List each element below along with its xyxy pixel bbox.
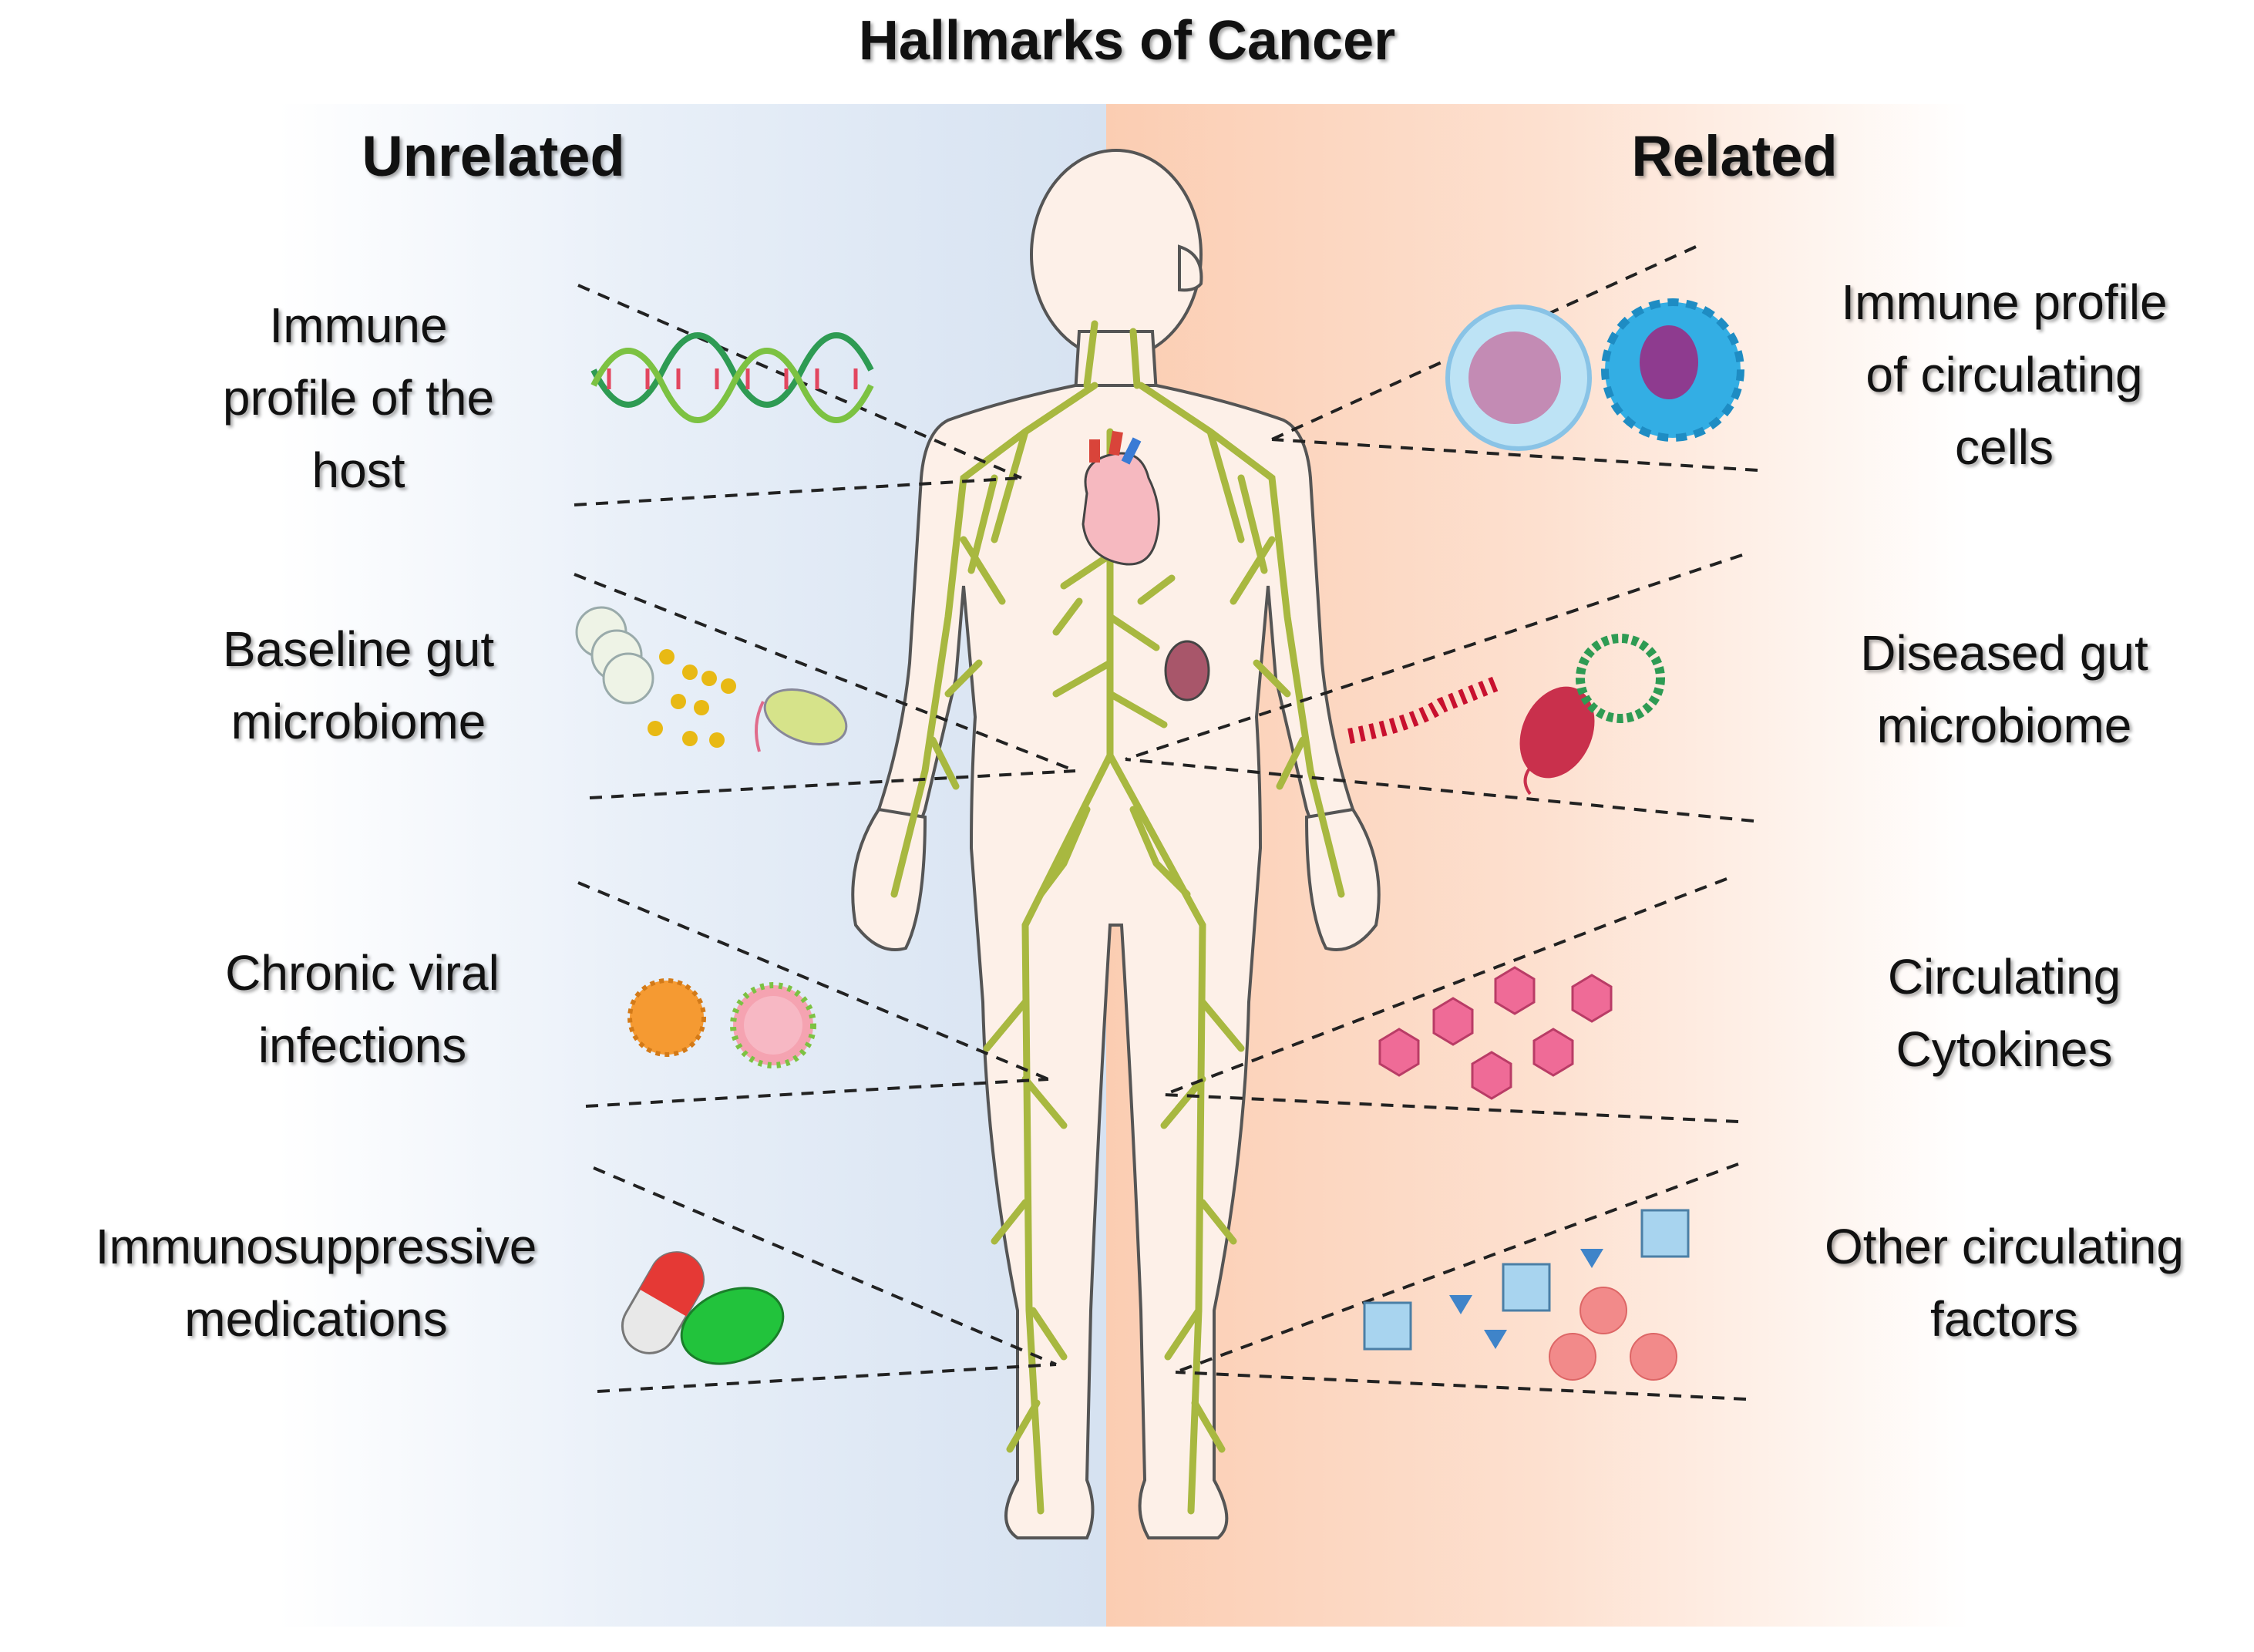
- pill-icon: [621, 1251, 785, 1365]
- cytokine-icon: [1378, 966, 1613, 1100]
- related-column-header: Related: [1631, 124, 1838, 188]
- pathogenic-bacteria-icon: [1347, 634, 1665, 796]
- label-line: infections: [257, 1018, 467, 1073]
- label-line: of circulating: [1865, 347, 2143, 402]
- diagram-title: Hallmarks of Cancer: [858, 10, 1396, 72]
- diseased-gut-microbiome-label: Diseased gut microbiome: [1773, 617, 2235, 762]
- baseline-gut-microbiome-label: Baseline gut microbiome: [146, 613, 570, 758]
- label-line: Immune: [269, 298, 448, 353]
- circulating-immune-profile-label: Immune profile of circulating cells: [1765, 266, 2243, 483]
- label-line: Immunosuppressive: [95, 1219, 537, 1274]
- label-line: Other circulating: [1825, 1219, 2184, 1274]
- label-line: Cytokines: [1896, 1021, 2113, 1077]
- unrelated-column-header: Unrelated: [362, 124, 625, 188]
- human-body-icon: [860, 149, 1372, 1539]
- label-line: microbiome: [1876, 698, 2132, 753]
- lymphatic-system-icon: [890, 320, 1345, 1515]
- label-line: Chronic viral: [225, 945, 500, 1001]
- label-line: host: [311, 442, 405, 498]
- other-circulating-factors-label: Other circulating factors: [1773, 1210, 2235, 1355]
- virus-icon: [627, 978, 816, 1068]
- heart-icon: [1082, 430, 1160, 566]
- label-line: medications: [184, 1291, 448, 1347]
- chronic-viral-infections-label: Chronic viral infections: [146, 937, 578, 1082]
- label-line: Circulating: [1887, 949, 2121, 1004]
- label-line: microbiome: [230, 694, 486, 749]
- immunosuppressive-medications-label: Immunosuppressive medications: [39, 1210, 594, 1355]
- label-line: Baseline gut: [222, 621, 495, 677]
- label-line: Immune profile: [1841, 274, 2168, 330]
- spleen-icon: [1164, 640, 1210, 702]
- unrelated-panel-background: [278, 104, 1106, 1627]
- circulating-cytokines-label: Circulating Cytokines: [1773, 940, 2235, 1085]
- label-line: cells: [1954, 419, 2054, 475]
- label-line: Diseased gut: [1860, 625, 2148, 681]
- dna-icon: [590, 332, 874, 423]
- host-immune-profile-label: Immune profile of the host: [146, 289, 570, 506]
- label-line: factors: [1929, 1291, 2079, 1347]
- bacteria-icon: [575, 606, 848, 752]
- molecule-icon: [1363, 1209, 1690, 1381]
- immune-cell-icon: [1445, 298, 1744, 451]
- label-line: profile of the: [222, 370, 495, 426]
- connector-lines: [574, 245, 1758, 1401]
